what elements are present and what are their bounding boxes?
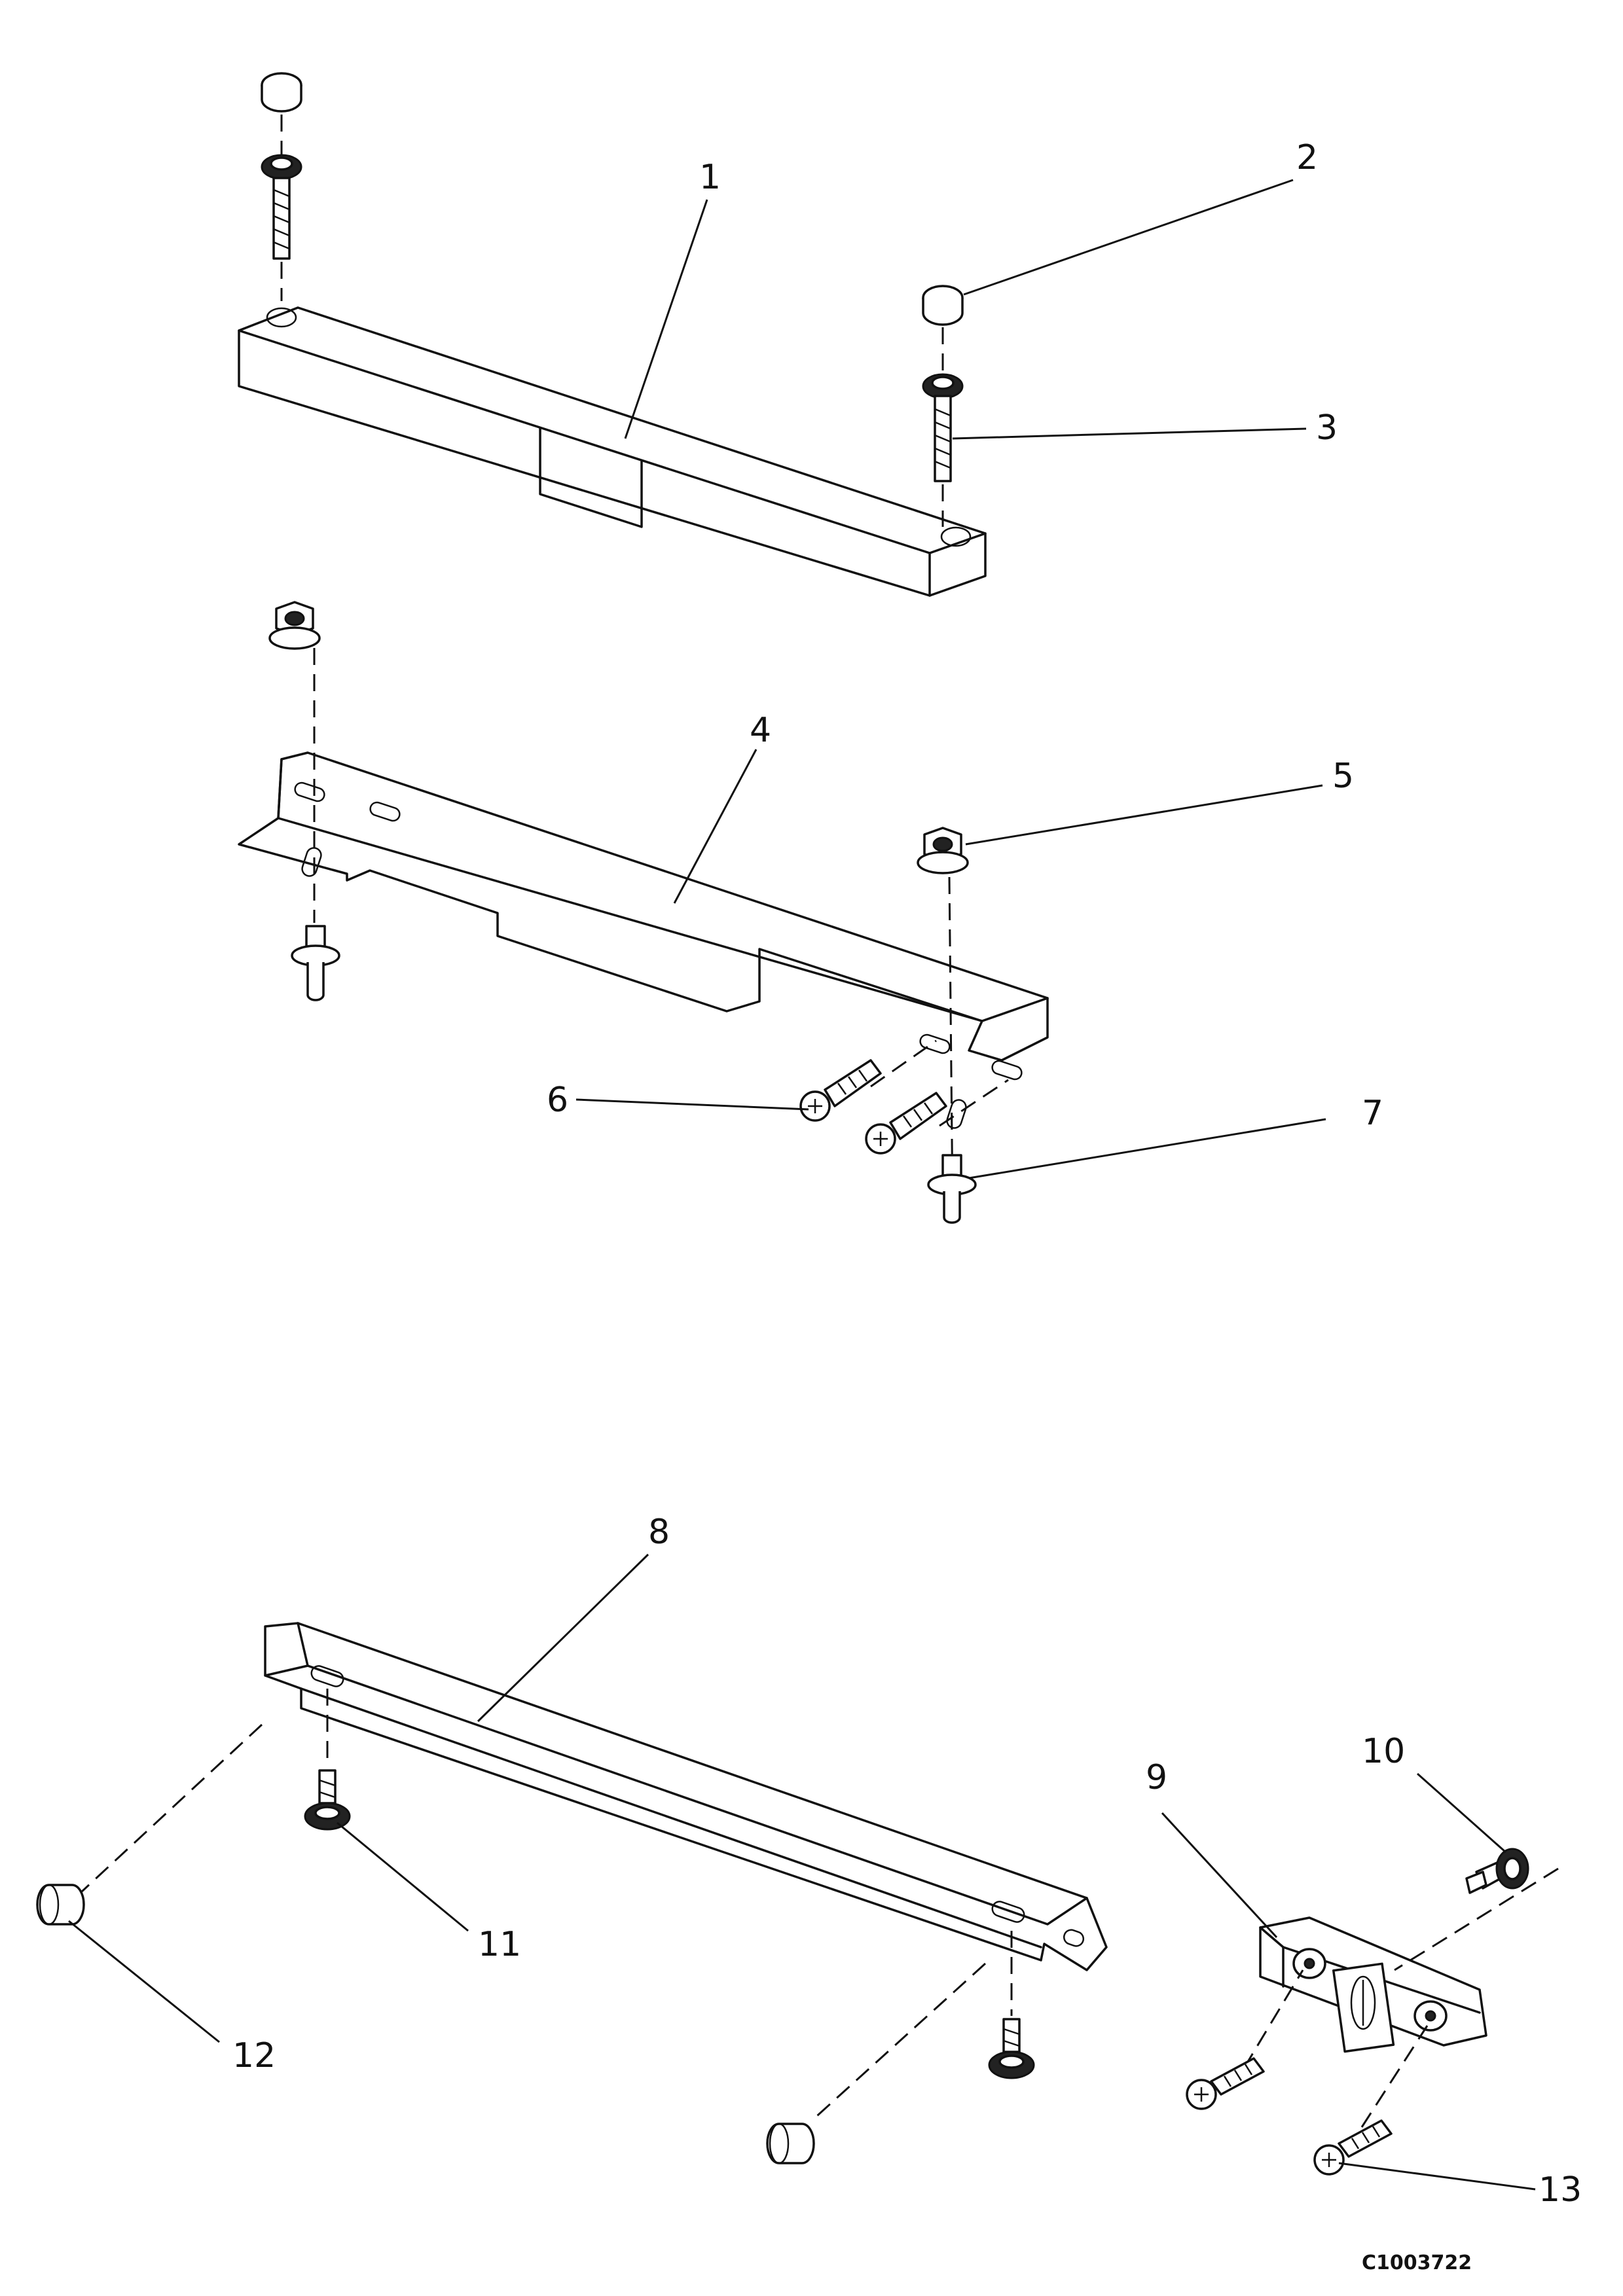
leader-13	[1338, 2162, 1536, 2191]
callout-11: 11	[478, 1925, 522, 1964]
leader-11	[337, 1821, 469, 1932]
leader-1	[624, 199, 708, 439]
cap-part-12	[36, 1723, 263, 1926]
drawing-code: C1003722	[1362, 2251, 1472, 2274]
right-rail-screw-and-cap	[766, 1931, 1035, 2164]
bracket-part-4	[238, 751, 1049, 1129]
screws-part-13	[1186, 1969, 1429, 2176]
leader-10	[1417, 1772, 1506, 1854]
rail-part-8	[264, 1622, 1108, 1971]
callout-3: 3	[1316, 408, 1338, 448]
callout-6: 6	[547, 1081, 569, 1120]
leader-6	[575, 1098, 809, 1111]
bar-part-1	[238, 306, 987, 597]
left-nut-and-stud	[268, 601, 340, 1001]
leader-12	[68, 1920, 220, 2043]
screws-part-6	[799, 1039, 1009, 1155]
right-cap-part-2-screw-part-3	[922, 285, 964, 527]
callout-12: 12	[232, 2036, 276, 2075]
leader-3	[952, 427, 1307, 440]
callout-2: 2	[1296, 138, 1319, 177]
screw-part-10	[1394, 1848, 1559, 1971]
callout-4: 4	[750, 711, 772, 750]
callout-9: 9	[1146, 1758, 1168, 1797]
leader-8	[477, 1553, 649, 1723]
callout-13: 13	[1539, 2170, 1582, 2210]
callout-1: 1	[699, 158, 721, 197]
left-top-cap-and-screw	[261, 72, 302, 301]
leader-9	[1161, 1812, 1278, 1939]
callout-7: 7	[1362, 1094, 1384, 1133]
leader-4	[673, 749, 757, 904]
nut-part-5	[917, 827, 969, 1205]
stud-part-7	[927, 1154, 977, 1224]
leader-5	[965, 784, 1323, 846]
leader-2	[963, 179, 1294, 296]
leader-7	[968, 1118, 1326, 1179]
callout-5: 5	[1332, 757, 1355, 796]
callout-10: 10	[1362, 1732, 1406, 1771]
callout-8: 8	[648, 1513, 670, 1552]
clamp-part-9	[1259, 1916, 1487, 2053]
